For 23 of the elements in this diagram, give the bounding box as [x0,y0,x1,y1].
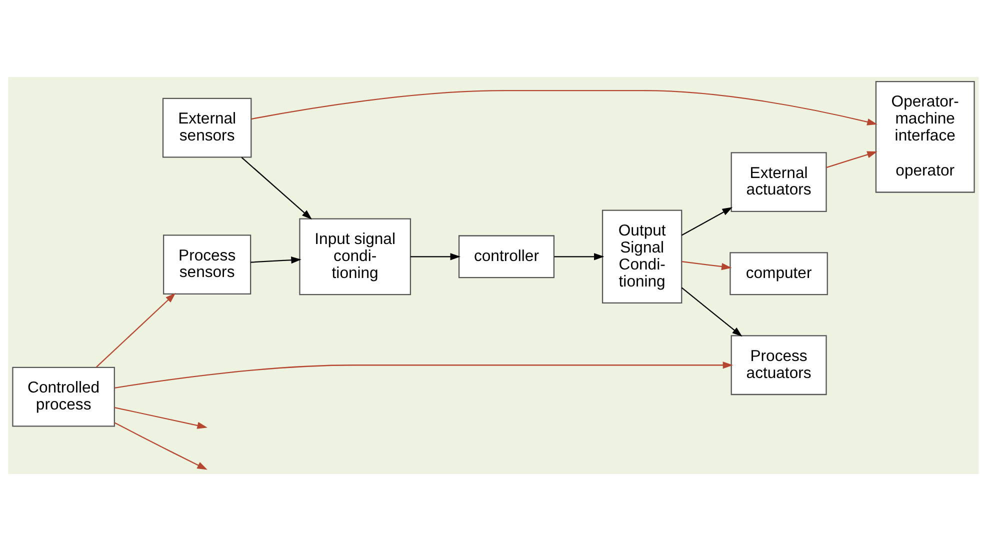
node-box: Process sensors [163,234,252,294]
arrow [241,156,312,220]
arrow [826,150,878,168]
arrow [554,252,604,260]
arrow [682,260,732,270]
node-box: Operator-machine interface operator [875,80,975,192]
node-box: Controlled process [12,366,115,426]
node-box: External actuators [730,152,827,212]
node-box: Input signal condi- tioning [299,218,412,295]
arrow [681,206,732,236]
node-box: External sensors [162,97,252,158]
arrow [96,292,176,367]
arrow [681,286,742,336]
node-box: controller [458,234,555,278]
arrow [250,256,302,264]
node-box: Output Signal Condi- tioning [602,209,682,304]
node-box: Process actuators [730,334,827,395]
arrow [114,422,208,470]
node-box: computer [730,252,828,295]
arrow [114,361,734,388]
arrow [410,252,460,260]
arrow [114,406,208,428]
arrow [251,90,878,125]
